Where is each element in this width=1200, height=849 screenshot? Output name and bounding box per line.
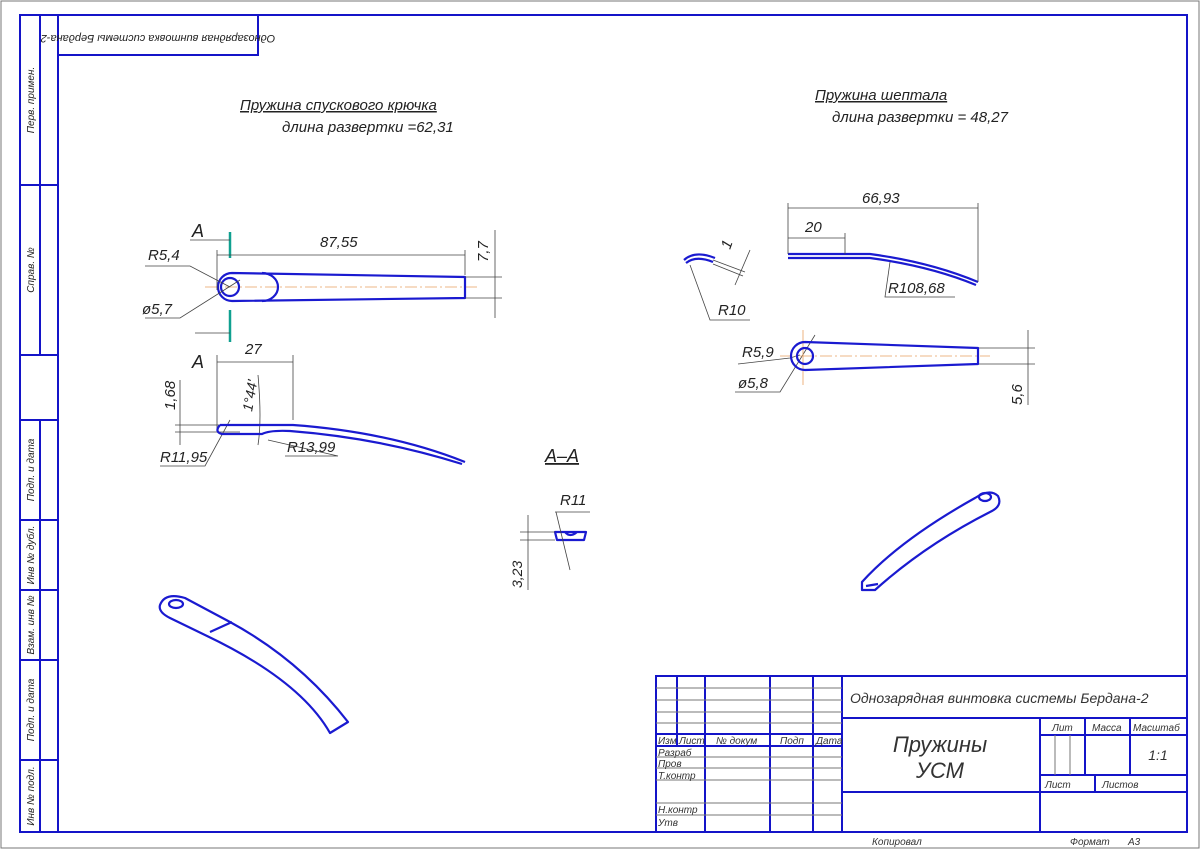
mass-label: Масса — [1092, 723, 1122, 734]
dim-r10: R10 — [718, 302, 746, 319]
dim-length: 66,93 — [862, 190, 900, 207]
dim-width: 5,6 — [1009, 383, 1026, 405]
section-title: A–A — [544, 446, 579, 466]
role-label: Н.контр — [658, 805, 698, 816]
dim-r2: R13,99 — [287, 439, 336, 456]
header-cell: Подп — [780, 736, 804, 747]
side-strip: Перв. примен. Справ. № Подп. и дата Инв … — [25, 67, 37, 826]
strip-label: Перв. примен. — [26, 67, 37, 133]
sear-spring-title: Пружина шептала — [815, 87, 947, 104]
dim-hole: ø5,7 — [142, 301, 173, 318]
copied-label: Копировал — [872, 837, 922, 848]
dim-flat: 20 — [804, 219, 822, 236]
strip-label: Взам. инв № — [26, 595, 37, 654]
dim-bend: R108,68 — [888, 280, 945, 297]
strip-label: Справ. № — [26, 247, 37, 293]
top-stamp-box — [57, 14, 259, 56]
dim-radius: R5,9 — [742, 344, 774, 361]
sear-spring-drawing: Пружина шептала длина развертки = 48,27 … — [683, 87, 1035, 592]
strip-label: Подп. и дата — [26, 678, 37, 741]
format-value: A3 — [1127, 837, 1141, 848]
drawing-frame — [19, 14, 1188, 833]
dim-len2: 27 — [244, 341, 262, 358]
role-label: Разраб — [658, 747, 692, 759]
top-stamp-text: Однозарядная винтовка системы Бердана-2 — [41, 32, 276, 44]
role-label: Пров — [658, 759, 682, 770]
scale-label: Масштаб — [1133, 722, 1180, 734]
title-block: Однозарядная винтовка системы Бердана-2 … — [655, 675, 1188, 833]
lit-label: Лит — [1051, 723, 1073, 734]
strip-label: Инв № подл. — [26, 766, 37, 825]
dim-radius: R5,4 — [148, 247, 180, 264]
section-height: 3,23 — [509, 561, 525, 588]
project-name: Однозарядная винтовка системы Бердана-2 — [850, 690, 1149, 706]
dim-hole: ø5,8 — [738, 375, 769, 392]
scale-value: 1:1 — [1148, 747, 1167, 763]
document-name: Пружины — [893, 732, 987, 757]
dim-r1: R11,95 — [160, 449, 208, 466]
trigger-spring-title: Пружина спускового крючка — [240, 97, 437, 114]
dim-length: 87,55 — [320, 234, 358, 251]
sear-spring-subtitle: длина развертки = 48,27 — [832, 109, 1009, 126]
document-name: УСМ — [915, 758, 965, 783]
section-mark: A — [191, 221, 204, 241]
section-radius: R11 — [560, 492, 586, 509]
header-cell: Дата — [815, 736, 843, 747]
section-a-a: A–A R11 3,23 — [509, 446, 590, 590]
role-label: Утв — [657, 818, 678, 829]
header-cell: № докум — [716, 736, 757, 747]
strip-label: Подп. и дата — [26, 438, 37, 501]
sheet-label: Лист — [1044, 780, 1071, 791]
strip-label: Инв № дубл. — [25, 526, 37, 585]
dim-angle: 1°44' — [239, 377, 260, 412]
sheets-label: Листов — [1101, 780, 1138, 791]
dim-thickness: 1,68 — [162, 380, 179, 410]
header-cell: Изм — [658, 736, 677, 747]
section-mark: A — [191, 352, 204, 372]
dim-thickness: 1 — [718, 238, 737, 252]
trigger-spring-drawing: Пружина спускового крючка длина развертк… — [142, 97, 502, 735]
trigger-spring-subtitle: длина развертки =62,31 — [282, 119, 454, 136]
format-label: Формат — [1070, 837, 1110, 848]
dim-width: 7,7 — [475, 240, 492, 262]
role-label: Т.контр — [658, 771, 696, 782]
header-cell: Лист — [678, 736, 705, 747]
